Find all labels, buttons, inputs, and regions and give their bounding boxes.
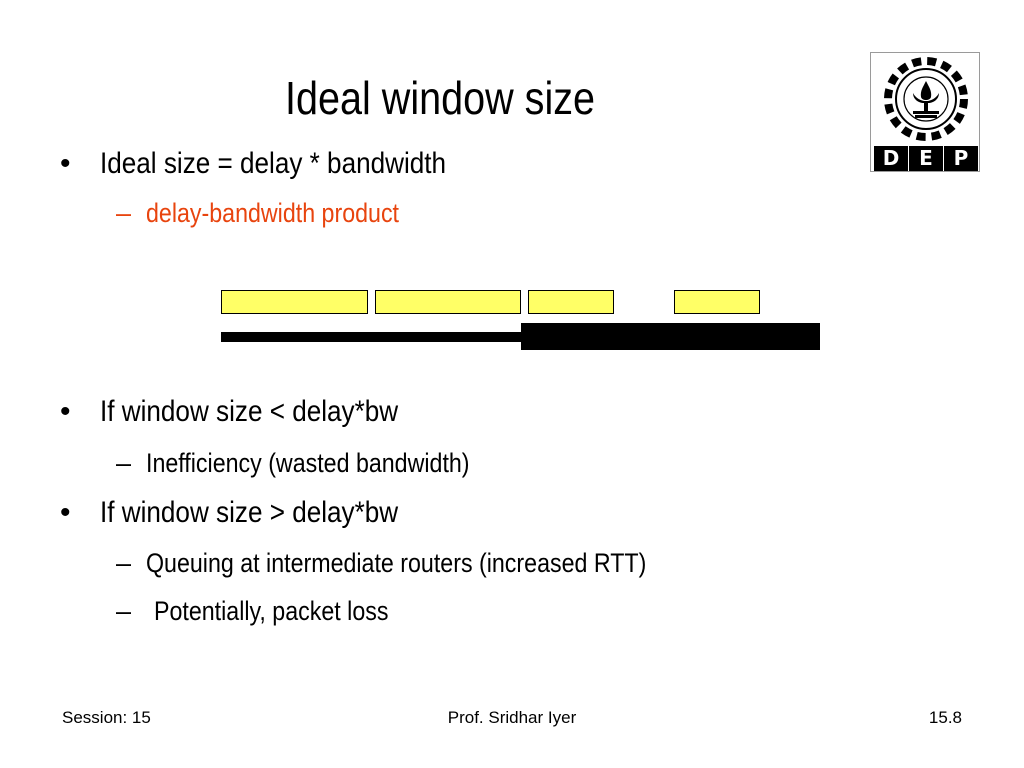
packet-box <box>375 290 521 314</box>
packet-box <box>528 290 614 314</box>
footer-author: Prof. Sridhar Iyer <box>447 708 577 727</box>
dash-glyph: – <box>116 548 132 578</box>
bullet-glyph: • <box>60 496 71 529</box>
sub-bullet-text: Queuing at intermediate routers (increas… <box>146 548 647 578</box>
packet-box <box>221 290 368 314</box>
packet-box <box>674 290 760 314</box>
sub-bullet-text: Potentially, packet loss <box>154 596 389 626</box>
slide-title: Ideal window size <box>284 72 596 124</box>
sub-bullet-text: Inefficiency (wasted bandwidth) <box>146 448 470 478</box>
logo-letter-e: E <box>909 146 943 171</box>
bullet-glyph: • <box>60 395 71 428</box>
sub-bullet-text: delay-bandwidth product <box>146 198 400 228</box>
dep-logo: D E P <box>870 52 980 172</box>
bullet-text: Ideal size = delay * bandwidth <box>100 147 447 180</box>
dash-glyph: – <box>116 448 132 478</box>
link-thick-segment <box>521 323 820 350</box>
iit-bombay-gear-emblem-icon <box>884 57 968 141</box>
link-thin-segment <box>221 332 521 342</box>
dash-glyph: – <box>116 198 132 228</box>
footer-session: Session: 15 <box>62 708 151 727</box>
footer-page-number: 15.8 <box>928 708 962 727</box>
dash-glyph: – <box>116 596 132 626</box>
bullet-text: If window size < delay*bw <box>100 395 399 428</box>
logo-letter-p: P <box>944 146 978 171</box>
bullet-text: If window size > delay*bw <box>100 496 399 529</box>
bullet-glyph: • <box>60 147 71 180</box>
logo-letter-d: D <box>874 146 908 171</box>
